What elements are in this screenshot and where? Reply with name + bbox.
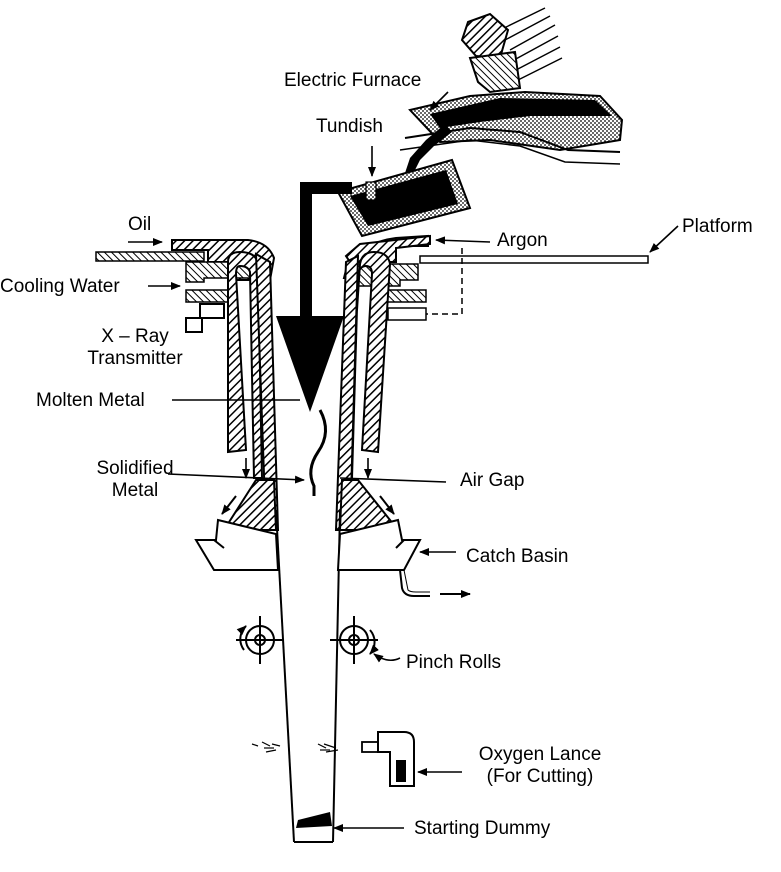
furnace-pour-stream [404,124,452,176]
label-cooling-water: Cooling Water [0,276,120,297]
label-oxygen-line1: Oxygen Lance [478,744,602,765]
mould-left [171,239,280,531]
label-xray-line1: X – Ray [101,326,169,347]
label-pinch-rolls: Pinch Rolls [406,652,502,673]
label-oil: Oil [128,214,152,235]
pinch-roll-left [236,616,284,664]
furnace-cables [499,7,563,81]
furnace-electrode [460,12,510,60]
mould-right [334,234,431,531]
label-solidified-metal: Solidified Metal [80,458,190,502]
oil-pipe [95,251,205,262]
label-solidified-line1: Solidified [96,458,174,479]
furnace-top [468,50,522,94]
arrow-argon [435,236,491,245]
pour-arrow [276,182,352,412]
label-platform: Platform [682,216,753,237]
label-argon: Argon [497,230,548,251]
label-tundish: Tundish [316,116,383,137]
tundish-stopper [365,181,377,201]
platform-bar [419,255,649,264]
label-solidified-line2: Metal [111,479,159,501]
xray-receiver [387,307,427,321]
pinch-roll-right [330,616,379,664]
argon-line [426,248,463,315]
label-catch-basin: Catch Basin [466,546,569,567]
furnace-melt [430,98,612,128]
solidification-front [309,409,327,496]
arrow-platform [649,225,679,253]
label-xray-transmitter: X – Ray Transmitter [70,326,200,370]
furnace-shell-outer [399,139,621,165]
mould-left-jacket [227,250,264,479]
arrow-air-gap [339,477,447,483]
xray-transmitter [185,303,225,333]
label-oxygen-lance: Oxygen Lance (For Cutting) [460,744,620,788]
label-oxygen-line2: (For Cutting) [486,765,594,787]
pointer-arrows [128,91,679,832]
tundish-melt [350,170,458,226]
cutting-sparks [251,741,339,753]
tundish [336,158,472,238]
electric-furnace [399,7,624,176]
oxygen-lance-shape [361,731,415,787]
label-starting-dummy: Starting Dummy [414,818,551,839]
starting-dummy-shape [296,812,332,828]
arrow-electric-furnace [429,91,449,111]
label-air-gap: Air Gap [460,470,525,491]
label-molten-metal: Molten Metal [36,390,145,411]
arrow-pinch-rolls [373,653,401,663]
catch-basin-shape [194,518,471,598]
label-xray-line2: Transmitter [87,347,183,369]
catch-basin-drain [399,569,430,597]
label-electric-furnace: Electric Furnace [284,70,422,91]
spray-left [221,479,278,531]
arrow-solidified [167,473,305,484]
strand [275,509,341,843]
